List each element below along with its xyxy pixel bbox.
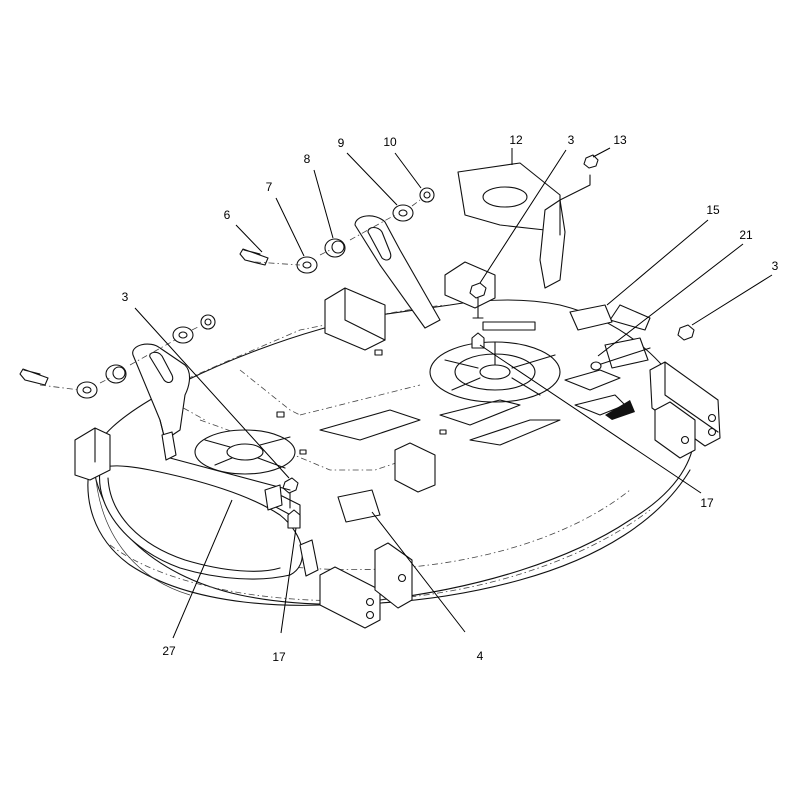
part-12-belt-cover: [457, 162, 566, 289]
callout-17-right: 17: [700, 496, 714, 510]
upper-hardware-stack: [239, 187, 435, 274]
left-front-bracket: [74, 427, 111, 481]
part-27-deflector-parts: [161, 431, 291, 511]
leader-21: [597, 243, 744, 357]
leader-3-top: [479, 149, 567, 284]
front-tab: [299, 539, 319, 577]
callout-4: 4: [476, 649, 484, 663]
leader-4: [371, 511, 466, 633]
right-rear-bracket: [444, 261, 496, 309]
leader-8: [313, 169, 334, 239]
callout-9: 9: [337, 136, 345, 150]
callout-12: 12: [509, 133, 523, 147]
front-gauge-brackets: [319, 542, 413, 629]
callout-10: 10: [383, 135, 397, 149]
leader-15: [606, 219, 709, 306]
callout-3-right: 3: [771, 259, 779, 273]
leader-10: [394, 152, 422, 189]
leader-3-right: [691, 274, 773, 326]
deck-plate-cutouts: [276, 349, 635, 455]
leader-17-right: [479, 344, 702, 494]
left-hardware-stack: [19, 314, 216, 399]
callout-13: 13: [613, 133, 627, 147]
leader-27: [172, 499, 233, 639]
right-gauge-brackets: [649, 361, 721, 459]
callout-3-left: 3: [121, 290, 129, 304]
part-4-decal: [337, 489, 381, 523]
left-spindle-area: [194, 429, 296, 475]
left-rear-bracket: [324, 287, 386, 351]
callout-6: 6: [223, 208, 231, 222]
callout-27: 27: [162, 644, 176, 658]
leader-3-left: [134, 307, 290, 479]
leader-6: [235, 224, 263, 253]
center-bracket: [394, 442, 436, 493]
center-spindle-area: [429, 341, 561, 403]
callout-15: 15: [706, 203, 720, 217]
part-15-cover: [482, 304, 613, 331]
leader-13: [592, 147, 611, 158]
callout-21: 21: [739, 228, 753, 242]
fasteners: [282, 154, 695, 529]
callout-17-bottom: 17: [272, 650, 286, 664]
callout-3-top: 3: [567, 133, 575, 147]
leader-17-bottom: [280, 527, 297, 634]
leader-7: [275, 197, 305, 257]
leader-lines: [134, 147, 773, 639]
callout-8: 8: [303, 152, 311, 166]
leader-9: [346, 152, 398, 206]
callout-7: 7: [265, 180, 273, 194]
